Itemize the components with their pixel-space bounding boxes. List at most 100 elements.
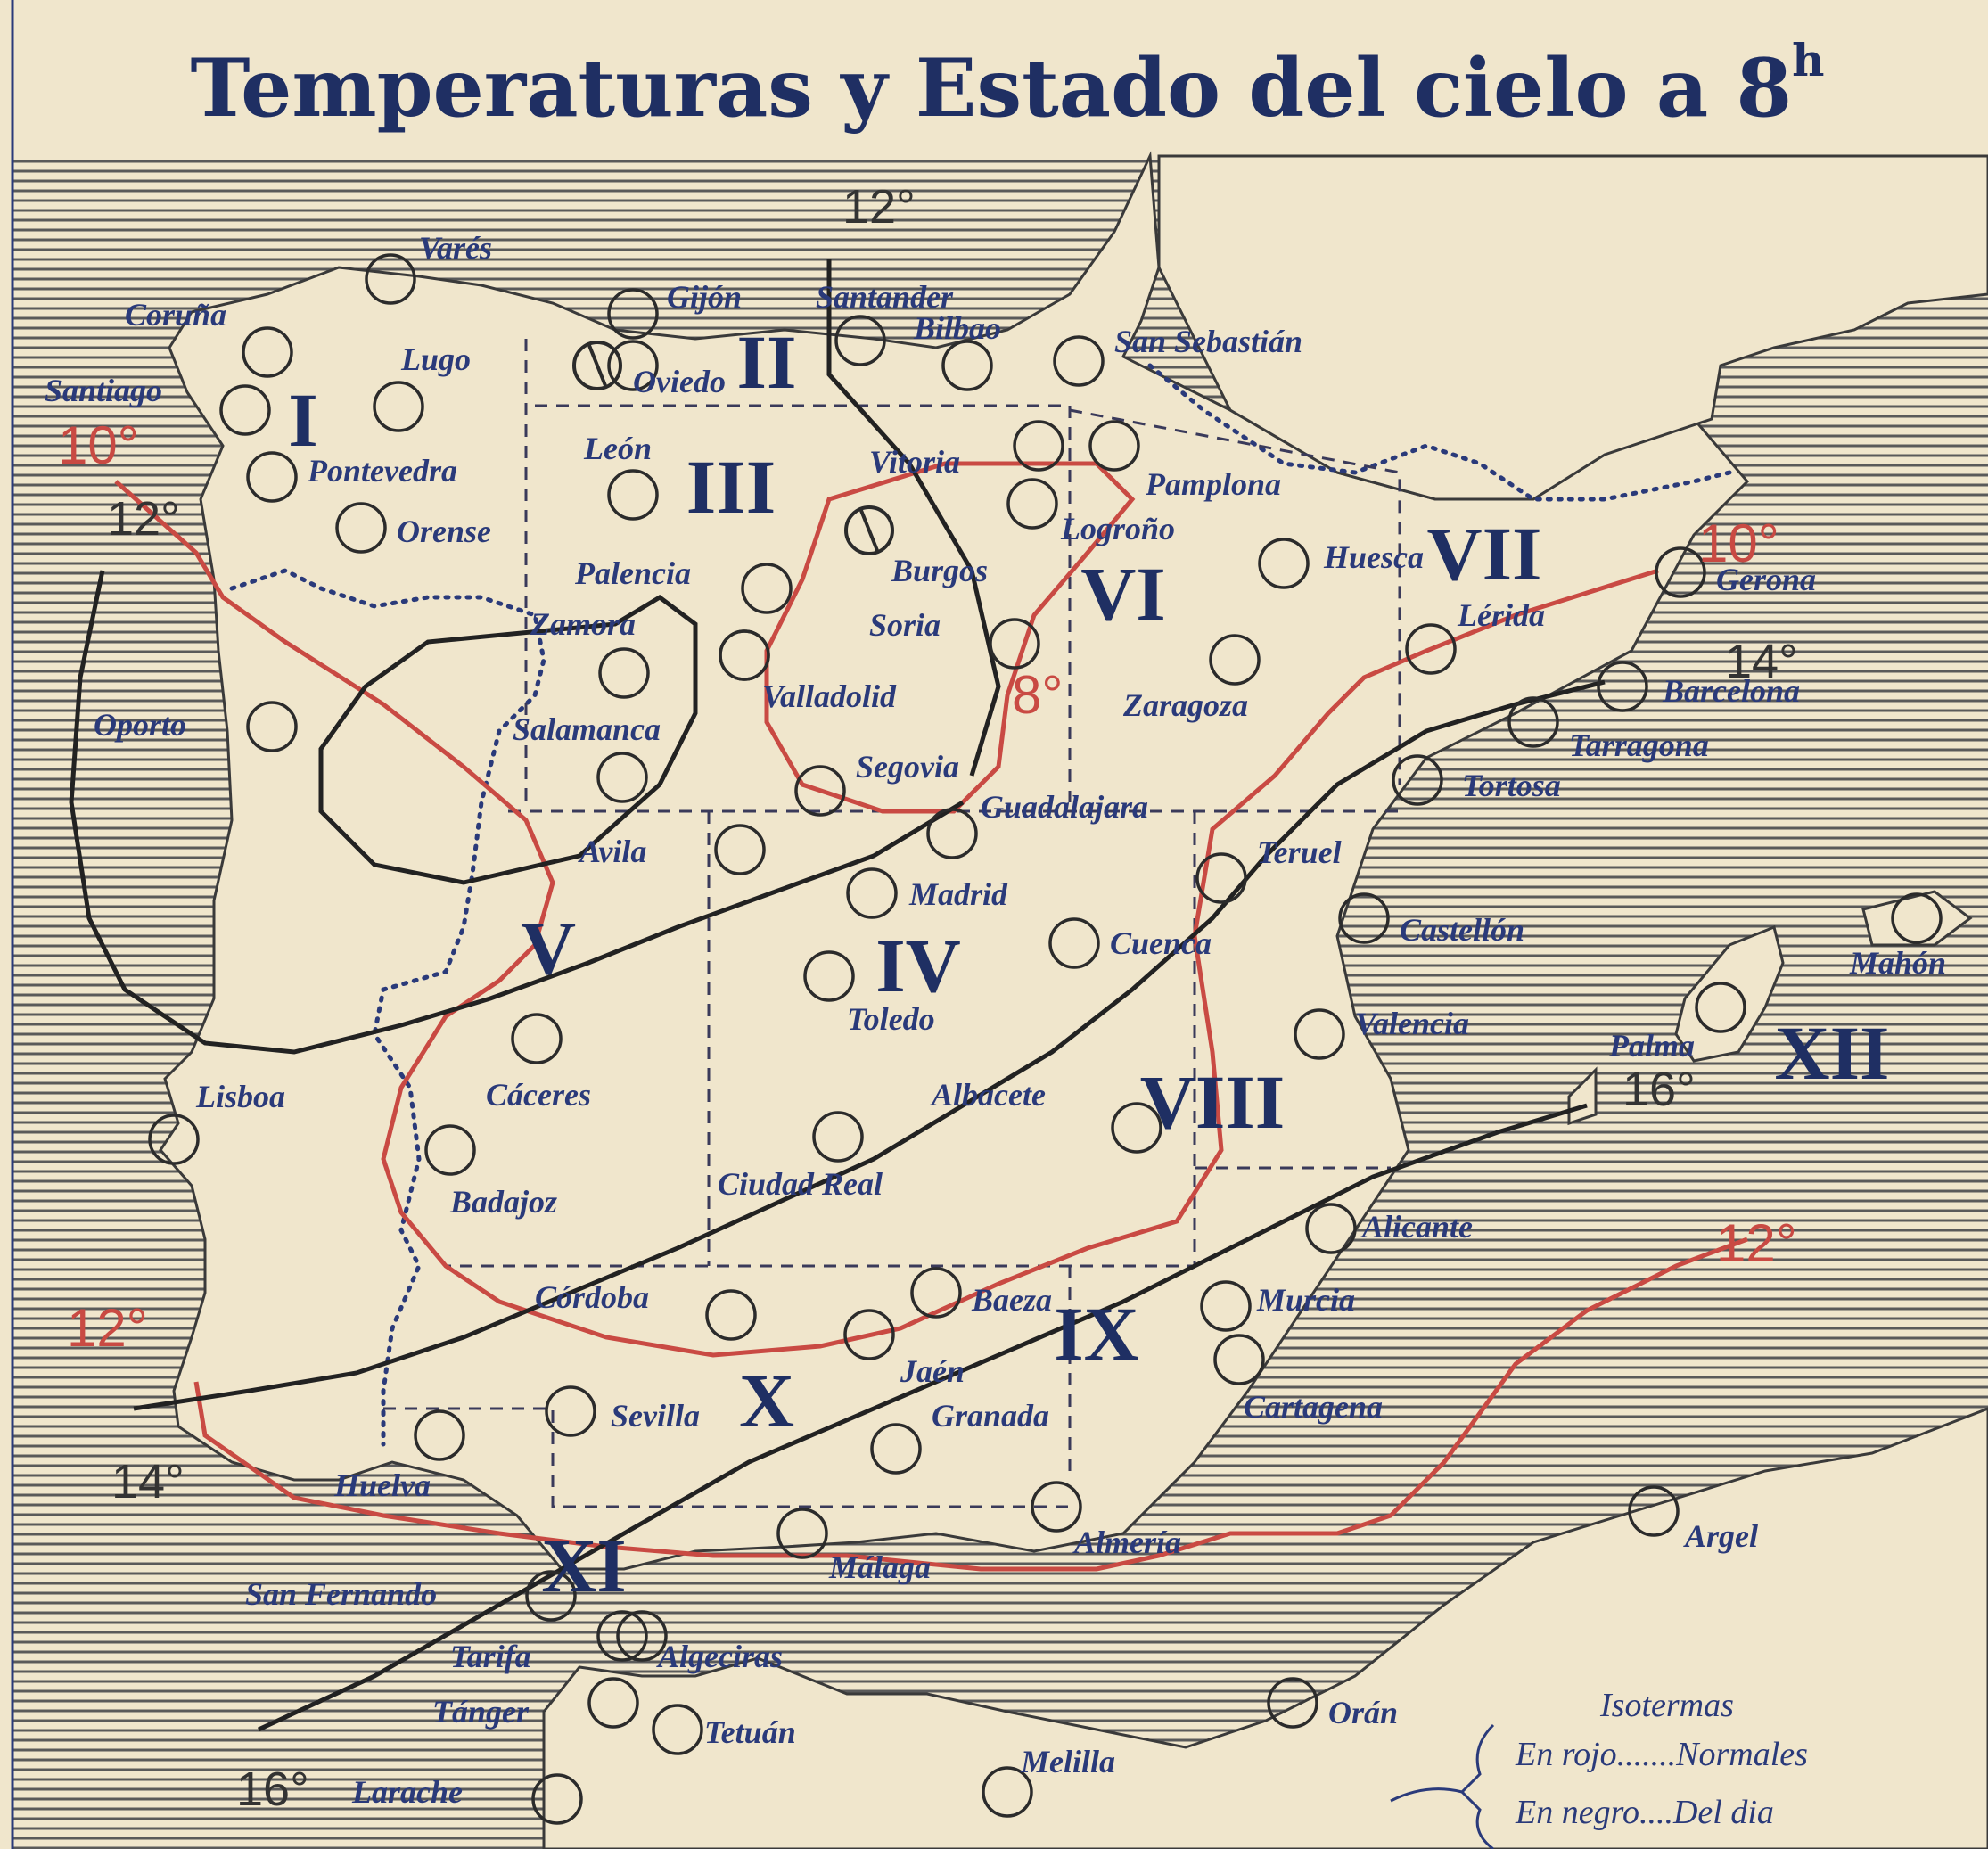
- city-label-zamora: Zamora: [530, 606, 636, 642]
- station-granada: [870, 1423, 922, 1475]
- city-label-segovia: Segovia: [856, 749, 959, 785]
- isotherm-label-black-3: 14°: [1725, 635, 1798, 688]
- isotherm-label-red-5: 12°: [1716, 1213, 1797, 1273]
- city-labels: VarésCoruñaLugoSantiagoPontevedraOrenseG…: [45, 230, 1946, 1810]
- station-cuenca: [1048, 917, 1100, 969]
- city-label-oporto: Oporto: [94, 707, 186, 743]
- station-albacete: [1111, 1102, 1162, 1154]
- station-zamora: [598, 647, 650, 699]
- station-leon: [607, 469, 659, 521]
- city-label-castellon: Castellón: [1400, 912, 1524, 948]
- legend: Isotermas En rojo.......Normales En negr…: [1390, 1687, 1808, 1849]
- station-pontevedra: [246, 451, 298, 503]
- city-label-lugo: Lugo: [400, 341, 471, 377]
- title-band: [0, 0, 1988, 156]
- isotherm-label-black-5: 16°: [1622, 1063, 1696, 1116]
- france-coast: [1157, 154, 1988, 501]
- station-bilbao: [941, 340, 993, 391]
- station-alicante: [1305, 1203, 1357, 1254]
- station-vitoria: [1013, 420, 1064, 472]
- station-valladolid: [719, 629, 770, 681]
- station-castellon: [1338, 892, 1390, 944]
- station-coruna: [242, 326, 293, 378]
- station-avila: [714, 824, 766, 875]
- city-label-jaen: Jaén: [900, 1353, 965, 1389]
- region-label-iv: IV: [875, 923, 961, 1008]
- city-label-zaragoza: Zaragoza: [1122, 687, 1248, 723]
- sky-state-symbols: [572, 341, 894, 555]
- city-label-orense: Orense: [397, 514, 491, 549]
- city-label-salamanca: Salamanca: [513, 711, 661, 747]
- city-label-toledo: Toledo: [847, 1001, 935, 1037]
- station-tarragona: [1507, 696, 1559, 748]
- station-oporto: [246, 701, 298, 752]
- city-label-tanger: Tánger: [432, 1694, 530, 1730]
- city-label-vitoria: Vitoria: [869, 444, 960, 480]
- city-label-palma: Palma: [1608, 1028, 1695, 1064]
- isotherm-label-black-2: 12°: [107, 492, 180, 546]
- city-label-cuenca: Cuenca: [1110, 925, 1212, 961]
- city-label-leon: León: [583, 431, 652, 466]
- station-santiago: [219, 384, 271, 436]
- city-label-tortosa: Tortosa: [1462, 768, 1561, 803]
- city-label-larache: Larache: [351, 1774, 463, 1810]
- city-label-teruel: Teruel: [1257, 834, 1342, 870]
- region-label-iii: III: [686, 444, 776, 530]
- region-label-v: V: [521, 905, 576, 990]
- sky-symbol-burgos: [844, 505, 894, 555]
- station-burgos: [989, 618, 1040, 670]
- station-guadalajara: [926, 808, 978, 859]
- region-label-vii: VII: [1426, 511, 1541, 596]
- isotherm-label-black-6: 16°: [236, 1763, 309, 1816]
- city-label-valladolid: Valladolid: [762, 678, 897, 714]
- station-valencia: [1294, 1008, 1345, 1060]
- station-lugo: [373, 381, 424, 432]
- station-sevilla: [545, 1385, 596, 1437]
- station-segovia: [794, 765, 846, 817]
- station-tarifa: [596, 1610, 648, 1662]
- station-orense: [335, 502, 387, 554]
- station-tanger: [587, 1677, 639, 1729]
- city-label-algeciras: Algeciras: [656, 1639, 783, 1674]
- margin-strip: [0, 0, 12, 1849]
- city-label-albacete: Albacete: [930, 1077, 1046, 1113]
- region-label-xi: XI: [541, 1523, 627, 1608]
- sky-symbol-oviedo: [572, 341, 622, 390]
- station-melilla: [982, 1766, 1033, 1818]
- station-oviedo: [607, 340, 659, 391]
- city-label-melilla: Melilla: [1020, 1744, 1115, 1779]
- station-mahon: [1891, 892, 1943, 944]
- station-caceres: [511, 1013, 563, 1064]
- city-label-mahon: Mahón: [1849, 945, 1946, 981]
- city-label-soria: Soria: [869, 607, 941, 643]
- station-zaragoza: [1209, 634, 1261, 686]
- isotherm-labels: 10° 8° 10° 12° 12° 12° 12° 14° 14° 16° 1…: [58, 180, 1798, 1816]
- city-label-oran: Orán: [1328, 1695, 1398, 1730]
- city-label-santiago: Santiago: [45, 373, 162, 408]
- city-label-burgos: Burgos: [891, 553, 988, 588]
- city-label-huesca: Huesca: [1323, 539, 1424, 575]
- station-salamanca: [596, 752, 648, 803]
- region-label-ix: IX: [1054, 1291, 1139, 1376]
- station-pamplona: [1088, 420, 1140, 472]
- city-label-argel: Argel: [1683, 1518, 1758, 1554]
- region-label-viii: VIII: [1140, 1059, 1286, 1145]
- isotherm-label-red-3: 10°: [1698, 514, 1779, 573]
- station-palencia: [741, 563, 793, 614]
- station-malaga: [776, 1508, 828, 1559]
- city-label-gerona: Gerona: [1716, 562, 1816, 597]
- city-label-avila: Avila: [578, 834, 646, 869]
- city-label-cordoba: Córdoba: [535, 1279, 649, 1315]
- station-santander: [834, 315, 886, 366]
- station-algeciras: [616, 1610, 668, 1662]
- city-label-coruna: Coruña: [125, 297, 226, 333]
- city-label-gijon: Gijón: [667, 279, 742, 315]
- city-label-baeza: Baeza: [971, 1282, 1052, 1318]
- north-africa: [542, 1407, 1988, 1849]
- city-label-caceres: Cáceres: [486, 1077, 591, 1113]
- isotherm-label-red-2: 8°: [1012, 665, 1063, 725]
- isotherm-label-black-1: 12°: [842, 180, 916, 234]
- station-cordoba: [705, 1289, 757, 1341]
- city-label-valencia: Valencia: [1355, 1006, 1469, 1041]
- france-border: [1147, 363, 1732, 502]
